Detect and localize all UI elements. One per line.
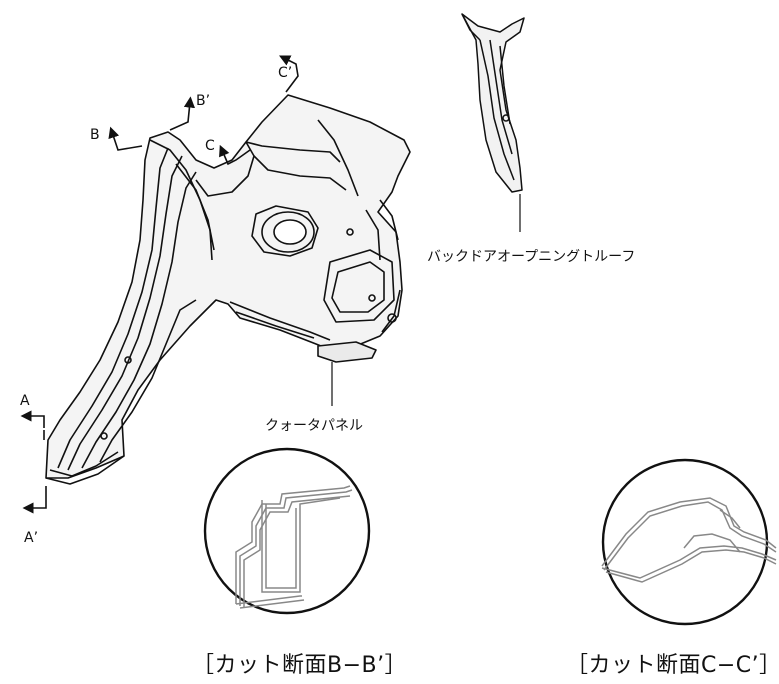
marker-a: A — [20, 393, 30, 409]
marker-c: C — [205, 138, 215, 154]
section-detail-c — [601, 458, 777, 626]
quarter-panel-illustration — [45, 94, 411, 485]
marker-a-prime: A’ — [24, 530, 39, 546]
section-b-caption: ［カット断面B−B’］ — [192, 653, 408, 678]
back-door-opening-roof-illustration — [461, 13, 525, 193]
quarter-panel-label: クォータパネル — [265, 418, 363, 434]
back-door-opening-roof-label: バックドアオープニングトルーフ — [427, 249, 636, 265]
marker-c-prime: C’ — [278, 65, 293, 81]
marker-b: B — [90, 127, 100, 143]
section-arrows — [20, 55, 299, 514]
section-detail-b — [203, 447, 371, 615]
marker-b-prime: B’ — [196, 93, 211, 109]
leader-lines — [331, 194, 521, 406]
section-c-caption: ［カット断面C−C’］ — [566, 653, 779, 678]
